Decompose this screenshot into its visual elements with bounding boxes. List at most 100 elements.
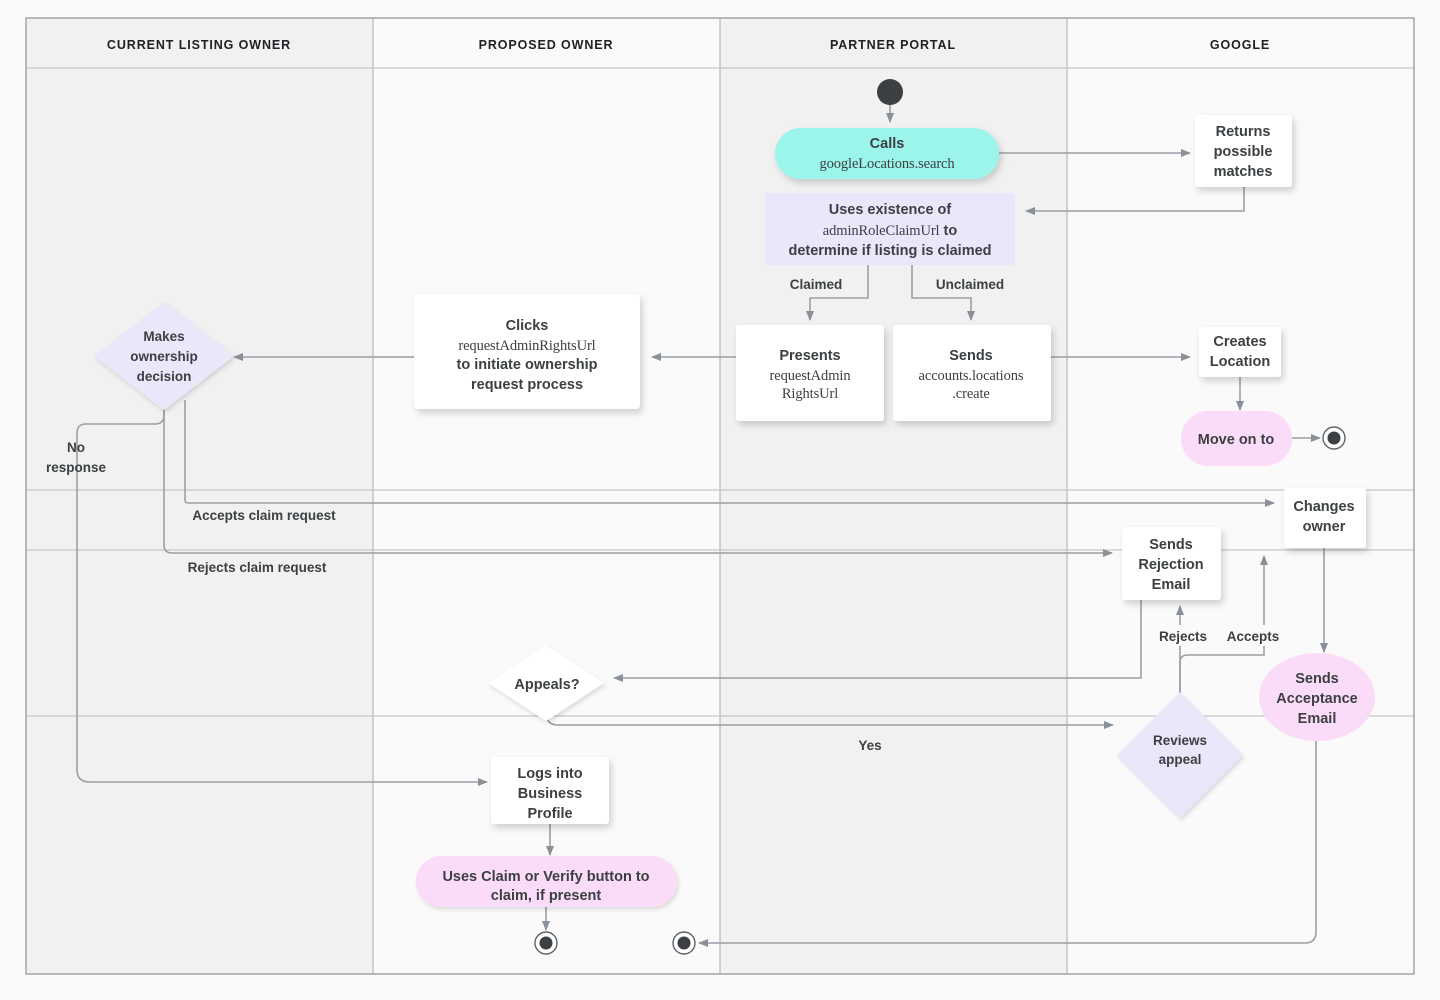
node-label-makes-decision-line3: decision <box>137 369 192 384</box>
node-calls-google-locations-search[interactable] <box>775 128 999 179</box>
node-label-clicks-line3: to initiate ownership <box>457 357 598 373</box>
node-creates-location[interactable] <box>1199 327 1281 377</box>
node-label-creates-location-line2: Location <box>1210 354 1270 370</box>
node-label-presents-line3: RightsUrl <box>782 386 838 402</box>
node-label-creates-location-line1: Creates <box>1213 334 1266 350</box>
lane-bg-current-listing-owner <box>26 18 373 974</box>
node-label-calls-line2: googleLocations.search <box>819 156 955 172</box>
node-label-returns-line3: matches <box>1214 164 1273 180</box>
node-logs-into-business-profile[interactable] <box>491 757 609 824</box>
node-label-uses-existence-line2: adminRoleClaimUrl to <box>823 223 958 239</box>
edge-returns-to-uses-existence <box>1025 185 1245 215</box>
edge-label-yes: Yes <box>858 738 881 753</box>
edge-uses-to-presents <box>806 265 869 321</box>
node-uses-existence-admin-role-claim-url[interactable] <box>765 193 1015 265</box>
node-shape-rect <box>1199 327 1281 377</box>
node-label-reviews-appeal-line2: appeal <box>1159 752 1202 767</box>
node-shape-diamond <box>1117 692 1243 818</box>
node-shape-rect <box>736 325 884 421</box>
node-label-clicks-line1: Clicks <box>506 318 549 334</box>
node-label-changes-owner-line1: Changes <box>1293 499 1354 515</box>
node-end-partner-portal[interactable] <box>672 931 696 955</box>
lane-bg-proposed-owner <box>373 18 720 974</box>
node-shape-rect <box>765 193 1015 265</box>
node-label-uses-claim-line1: Uses Claim or Verify button to <box>442 869 649 885</box>
node-reviews-appeal[interactable] <box>1117 692 1243 818</box>
node-label-rejection-line1: Sends <box>1149 537 1193 553</box>
edge-label-accepts: Accepts <box>1227 629 1280 644</box>
lane-header-proposed-owner <box>373 18 720 68</box>
node-label-returns-line2: possible <box>1214 144 1273 160</box>
lane-header-current-listing-owner <box>26 18 373 68</box>
edge-label-rejects: Rejects <box>1159 629 1207 644</box>
lane-label-current-listing-owner: CURRENT LISTING OWNER <box>107 38 291 52</box>
node-label-rejection-line2: Rejection <box>1138 557 1203 573</box>
node-end-proposed-owner[interactable] <box>534 931 558 955</box>
node-label-acceptance-line2: Acceptance <box>1276 691 1357 707</box>
node-label-presents-line2: requestAdmin <box>770 368 852 384</box>
flow-connectors <box>76 105 1328 947</box>
end-circle-inner-icon <box>1327 431 1341 445</box>
node-appeals[interactable] <box>488 645 604 721</box>
node-sends-acceptance-email[interactable] <box>1259 653 1375 741</box>
edge-rejects-claim-to-sends-rejection <box>163 398 1113 557</box>
node-label-sends-create-line3: .create <box>952 386 990 402</box>
node-label-uses-existence-line3: determine if listing is claimed <box>788 243 991 259</box>
edge-label-no-response-line2: response <box>46 460 107 475</box>
node-label-makes-decision-line1: Makes <box>143 329 184 344</box>
node-shape-stadium <box>1181 411 1292 466</box>
edge-label-bg-accepts2 <box>1218 625 1290 646</box>
edge-label-no-response-line1: No <box>67 440 85 455</box>
node-shape-rect <box>491 757 609 824</box>
node-label-sends-create-line2: accounts.locations <box>919 368 1024 384</box>
node-label-clicks-line2: requestAdminRightsUrl <box>458 338 595 354</box>
node-label-logs-into-line1: Logs into <box>517 766 582 782</box>
edge-label-unclaimed: Unclaimed <box>936 277 1004 292</box>
node-clicks-request-admin-rights-url[interactable] <box>414 294 640 409</box>
node-label-acceptance-line1: Sends <box>1295 671 1339 687</box>
edge-rejection-to-appeals <box>613 600 1142 682</box>
node-sends-rejection-email[interactable] <box>1122 527 1221 600</box>
node-shape-rect <box>414 294 640 409</box>
node-changes-owner[interactable] <box>1284 488 1366 548</box>
node-shape-stadium <box>416 856 677 907</box>
node-label-calls-line1: Calls <box>870 136 905 152</box>
node-start-partner-portal[interactable] <box>877 79 903 105</box>
edge-acceptance-email-to-partner-end <box>698 736 1317 947</box>
node-label-changes-owner-line2: owner <box>1303 519 1346 535</box>
node-label-acceptance-line3: Email <box>1298 711 1337 727</box>
node-label-returns-line1: Returns <box>1216 124 1271 140</box>
edge-label-bg-rejects2 <box>1152 625 1214 646</box>
lane-header-google <box>1067 18 1414 68</box>
node-label-uses-existence-line1: Uses existence of <box>829 202 952 218</box>
node-returns-possible-matches[interactable] <box>1195 115 1292 187</box>
node-shape-rect <box>893 325 1051 421</box>
lane-header-partner-portal <box>720 18 1067 68</box>
node-makes-ownership-decision[interactable] <box>94 302 234 410</box>
edge-label-rejects-claim-request: Rejects claim request <box>188 560 327 575</box>
start-circle-icon <box>877 79 903 105</box>
edge-label-accepts-claim-request: Accepts claim request <box>192 508 336 523</box>
edge-label-bg-accepts <box>178 504 354 525</box>
node-label-uses-claim-line2: claim, if present <box>491 888 602 904</box>
node-uses-claim-or-verify-button[interactable] <box>416 856 677 907</box>
node-label-reviews-appeal-line1: Reviews <box>1153 733 1207 748</box>
edge-accepts-claim-to-changes-owner <box>184 400 1275 507</box>
edge-uses-to-sends-create <box>911 265 975 321</box>
node-shape-rect <box>1195 115 1292 187</box>
node-label-uses-existence-code: adminRoleClaimUrl <box>823 223 940 239</box>
lane-label-google: GOOGLE <box>1210 38 1270 52</box>
edge-reviews-accepts-to-changes-owner <box>1179 555 1268 790</box>
end-circle-inner-icon <box>539 936 553 950</box>
node-move-on-to[interactable] <box>1181 411 1292 466</box>
node-sends-accounts-locations-create[interactable] <box>893 325 1051 421</box>
node-label-clicks-line4: request process <box>471 377 583 393</box>
node-presents-request-admin-rights-url[interactable] <box>736 325 884 421</box>
edge-no-response-to-logs-into <box>76 398 488 786</box>
node-shape-diamond <box>94 302 234 410</box>
node-end-google[interactable] <box>1322 426 1346 450</box>
node-label-makes-decision-line2: ownership <box>130 349 198 364</box>
node-shape-stadium <box>775 128 999 179</box>
edge-label-bg-yes <box>849 733 892 754</box>
